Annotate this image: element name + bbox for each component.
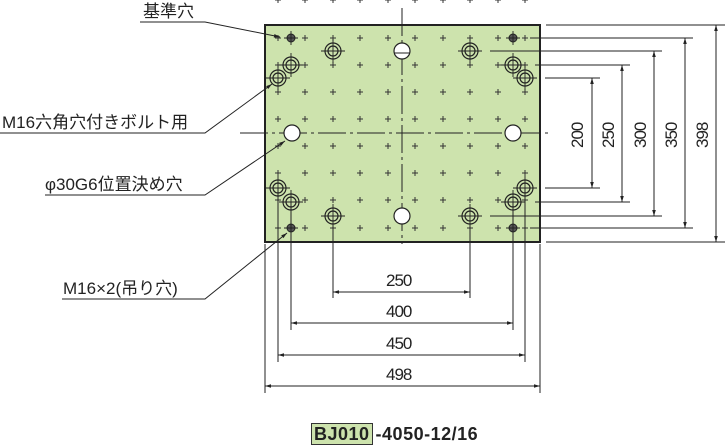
- dim-h-250: 250: [386, 271, 412, 290]
- dim-v-398: 398: [693, 122, 712, 148]
- callout-lifting-hole: M16×2(吊り穴): [63, 279, 178, 298]
- callout-hex-socket-bolt: M16六角穴付きボルト用: [2, 113, 188, 132]
- part-number-suffix: -4050-12/16: [375, 423, 479, 444]
- dim-v-350: 350: [662, 122, 681, 148]
- locating-pin-holes: [283, 42, 522, 225]
- callout-locating-hole: φ30G6位置決め穴: [45, 175, 183, 194]
- dim-v-300: 300: [631, 122, 650, 148]
- vertical-dimension-lines: [590, 25, 718, 242]
- dim-v-200: 200: [568, 122, 587, 148]
- vertical-extension-lines: [490, 24, 725, 243]
- callout-leaders: [0, 21, 288, 300]
- horizontal-extension-lines: [264, 188, 541, 393]
- part-number-series: BJ010: [311, 423, 373, 445]
- callout-reference-hole: 基準穴: [143, 2, 194, 21]
- dim-h-498: 498: [386, 365, 412, 384]
- part-number: BJ010 -4050-12/16: [311, 423, 478, 445]
- dim-h-400: 400: [386, 302, 412, 321]
- horizontal-dimension-lines: [265, 290, 540, 388]
- dim-h-450: 450: [386, 334, 412, 353]
- dim-v-250: 250: [599, 122, 618, 148]
